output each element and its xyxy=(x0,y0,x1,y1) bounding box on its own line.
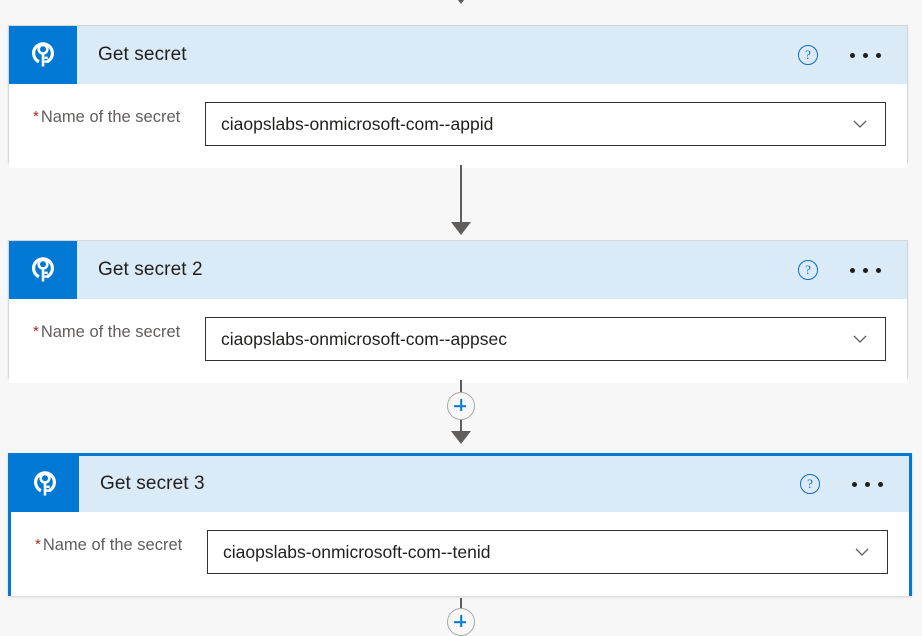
card-title: Get secret 3 xyxy=(100,473,205,494)
help-circle-icon[interactable]: ? xyxy=(800,474,820,494)
field-label-name-of-the-secret: *Name of the secret xyxy=(9,102,205,132)
card-header-actions: ? xyxy=(798,260,907,280)
card-header[interactable]: Get secret 3 ? xyxy=(11,456,909,512)
connector-line xyxy=(460,420,462,432)
required-asterisk: * xyxy=(33,108,39,125)
card-header[interactable]: Get secret ? xyxy=(9,26,907,84)
ellipsis-icon[interactable] xyxy=(850,476,885,493)
connector-card3-next xyxy=(0,598,922,636)
key-vault-icon xyxy=(11,456,79,512)
required-asterisk: * xyxy=(33,323,39,340)
arrow-down-icon xyxy=(451,431,471,444)
help-circle-icon[interactable]: ? xyxy=(798,45,818,65)
action-card-get-secret-2[interactable]: Get secret 2 ? *Name of the secret ciaop… xyxy=(8,240,908,383)
card-header[interactable]: Get secret 2 ? xyxy=(9,241,907,299)
card-title: Get secret 2 xyxy=(98,259,203,280)
field-label-text: Name of the secret xyxy=(42,536,183,554)
plus-circle-icon[interactable] xyxy=(447,608,475,636)
secret-name-value: ciaopslabs-onmicrosoft-com--appsec xyxy=(221,328,507,349)
key-vault-icon xyxy=(9,26,77,84)
arrow-down-icon xyxy=(451,222,471,235)
card-body: *Name of the secret ciaopslabs-onmicroso… xyxy=(9,299,907,383)
key-vault-icon xyxy=(9,241,77,299)
secret-name-dropdown[interactable]: ciaopslabs-onmicrosoft-com--appid xyxy=(205,102,886,146)
action-card-get-secret[interactable]: Get secret ? *Name of the secret ciaopsl… xyxy=(8,25,908,168)
card-header-actions: ? xyxy=(800,474,909,494)
secret-name-value: ciaopslabs-onmicrosoft-com--tenid xyxy=(223,541,491,562)
connector-line xyxy=(460,598,462,608)
ellipsis-icon[interactable] xyxy=(848,262,883,279)
field-label-text: Name of the secret xyxy=(40,108,181,126)
card-title: Get secret xyxy=(98,44,187,65)
chevron-down-icon[interactable] xyxy=(854,544,870,560)
chevron-down-icon[interactable] xyxy=(852,331,868,347)
secret-name-value: ciaopslabs-onmicrosoft-com--appid xyxy=(221,113,494,134)
connector-card2-card3 xyxy=(0,380,922,444)
chevron-down-icon[interactable] xyxy=(852,116,868,132)
help-circle-icon[interactable]: ? xyxy=(798,260,818,280)
card-header-actions: ? xyxy=(798,45,907,65)
card-body: *Name of the secret ciaopslabs-onmicroso… xyxy=(9,84,907,168)
connector-top xyxy=(0,0,922,4)
secret-name-dropdown[interactable]: ciaopslabs-onmicrosoft-com--appsec xyxy=(205,317,886,361)
connector-card1-card2 xyxy=(0,165,922,235)
action-card-get-secret-3[interactable]: Get secret 3 ? *Name of the secret ciaop… xyxy=(8,453,912,596)
arrow-down-icon xyxy=(451,0,471,4)
connector-line xyxy=(460,165,462,223)
secret-name-dropdown[interactable]: ciaopslabs-onmicrosoft-com--tenid xyxy=(207,530,888,574)
card-body: *Name of the secret ciaopslabs-onmicroso… xyxy=(11,512,909,596)
ellipsis-icon[interactable] xyxy=(848,47,883,64)
field-label-name-of-the-secret: *Name of the secret xyxy=(9,317,205,347)
field-label-text: Name of the secret xyxy=(40,323,181,341)
field-label-name-of-the-secret: *Name of the secret xyxy=(11,530,207,560)
required-asterisk: * xyxy=(35,536,41,553)
plus-circle-icon[interactable] xyxy=(447,392,475,420)
